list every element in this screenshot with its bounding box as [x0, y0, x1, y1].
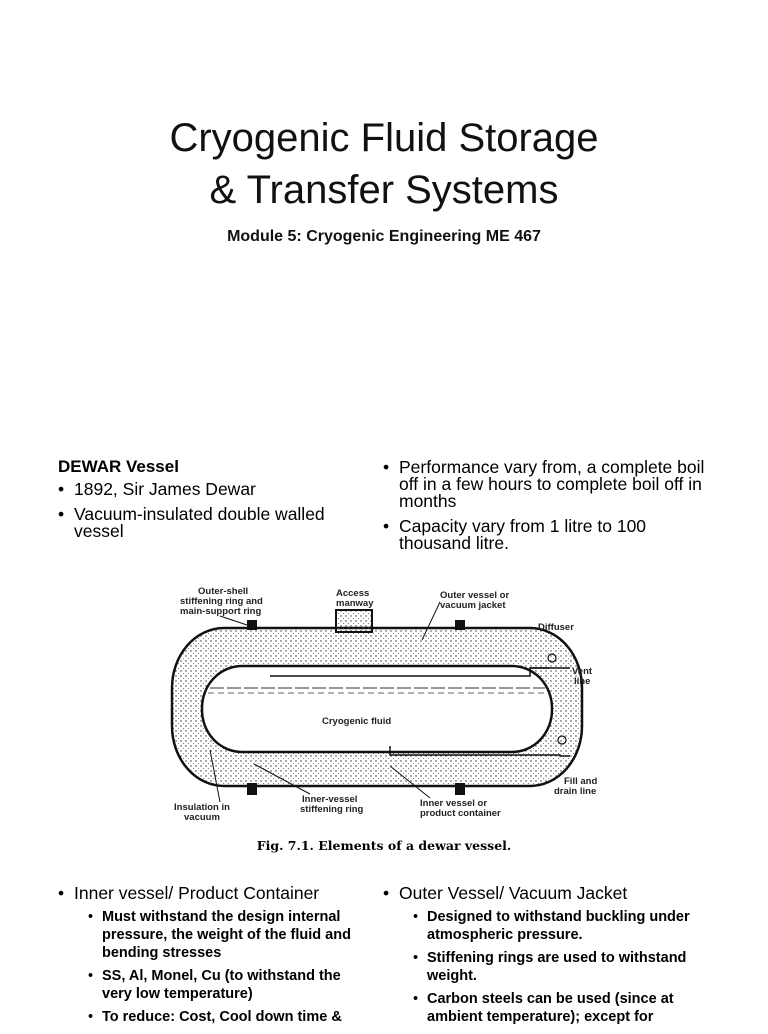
support-ring [455, 620, 465, 630]
support-ring [247, 620, 257, 630]
right-column: Performance vary from, a complete boil o… [383, 458, 713, 560]
label-fill: Fill and [564, 776, 597, 787]
figure-caption: Fig. 7.1. Elements of a dewar vessel. [256, 838, 512, 853]
bullet-text: Outer Vessel/ Vacuum Jacket [399, 883, 628, 903]
title-slide: Cryogenic Fluid Storage & Transfer Syste… [0, 0, 768, 400]
inner-vessel-shape [200, 664, 554, 754]
bullet-item: Capacity vary from 1 litre to 100 thousa… [383, 517, 713, 552]
label-diffuser: Diffuser [538, 622, 574, 633]
support-ring [247, 783, 257, 795]
label-fill: drain line [554, 786, 596, 797]
slide-subtitle: Module 5: Cryogenic Engineering ME 467 [227, 228, 541, 245]
label-access: manway [336, 598, 374, 609]
bullet-text: Inner vessel/ Product Container [74, 883, 320, 903]
sub-bullet-item: Must withstand the design internal press… [88, 908, 368, 962]
title-line-2: & Transfer Systems [209, 168, 559, 212]
bottom-right-column: Outer Vessel/ Vacuum Jacket Designed to … [383, 883, 713, 1034]
bullet-item: Performance vary from, a complete boil o… [383, 458, 713, 510]
dewar-vessel-diagram: Outer-shell stiffening ring and main-sup… [170, 586, 597, 823]
label-vent: Vent [572, 666, 593, 677]
left-column: DEWAR Vessel 1892, Sir James Dewar Vacuu… [58, 458, 358, 548]
label-outer-shell: stiffening ring and [180, 596, 263, 607]
label-outer-shell: main-support ring [180, 606, 261, 617]
label-insulation: vacuum [184, 812, 220, 823]
label-outer-shell: Outer-shell [198, 586, 248, 597]
bottom-left-column: Inner vessel/ Product Container Must wit… [58, 883, 368, 1034]
sub-bullet-item: Designed to withstand buckling under atm… [413, 908, 713, 944]
vent-valve-icon [547, 653, 557, 663]
label-insulation: Insulation in [174, 802, 230, 813]
bullet-item: 1892, Sir James Dewar [58, 480, 358, 498]
support-ring [455, 783, 465, 795]
label-fluid: Cryogenic fluid [322, 716, 391, 727]
label-access: Access [336, 588, 369, 599]
label-outer-vessel: vacuum jacket [440, 600, 506, 611]
sub-bullet-item: Carbon steels can be used (since at ambi… [413, 990, 713, 1026]
label-inner-ring: Inner-vessel [302, 794, 357, 805]
section-heading: DEWAR Vessel [58, 457, 179, 476]
bullet-item: Vacuum-insulated double walled vessel [58, 505, 358, 540]
sub-bullet-item: SS, Al, Monel, Cu (to withstand the very… [88, 967, 368, 1003]
fill-valve-icon [557, 735, 567, 745]
bullet-item: Inner vessel/ Product Container Must wit… [58, 883, 368, 1026]
access-manway-shape [335, 609, 373, 633]
label-outer-vessel: Outer vessel or [440, 590, 509, 601]
label-inner-vessel: product container [420, 808, 501, 819]
label-inner-vessel: Inner vessel or [420, 798, 487, 809]
sub-bullet-item: To reduce: Cost, Cool down time & [88, 1008, 368, 1026]
label-vent: line [574, 676, 590, 687]
title-line-1: Cryogenic Fluid Storage [169, 116, 599, 160]
slide-title: Cryogenic Fluid Storage & Transfer Syste… [0, 112, 768, 216]
sub-bullet-item: Stiffening rings are used to withstand w… [413, 949, 713, 985]
label-inner-ring: stiffening ring [300, 804, 364, 815]
bullet-item: Outer Vessel/ Vacuum Jacket Designed to … [383, 883, 713, 1026]
